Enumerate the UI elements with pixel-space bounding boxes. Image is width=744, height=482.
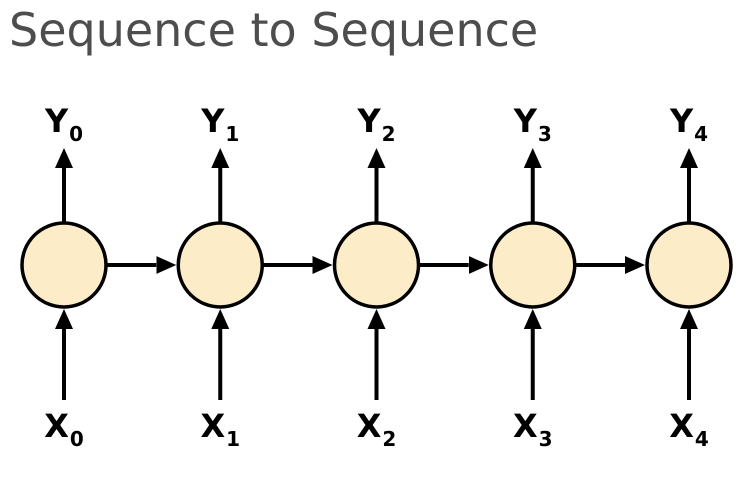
input-label-3-subscript: 3	[539, 427, 553, 451]
output-label-0-letter: Y	[44, 102, 69, 140]
output-label-0-subscript: 0	[69, 122, 83, 146]
rnn-cell-1	[176, 221, 264, 309]
output-label-4-subscript: 4	[694, 122, 708, 146]
input-label-2-subscript: 2	[382, 427, 396, 451]
output-label-3: Y3	[513, 102, 552, 146]
rnn-cell-3	[489, 221, 577, 309]
output-label-4: Y4	[669, 102, 708, 146]
input-label-1: X1	[200, 407, 240, 451]
input-label-4-subscript: 4	[695, 427, 709, 451]
output-label-2: Y2	[356, 102, 395, 146]
rnn-cell-2	[332, 221, 421, 309]
input-label-3: X3	[513, 407, 553, 451]
output-label-2-letter: Y	[356, 102, 381, 140]
output-label-4-letter: Y	[669, 102, 694, 140]
input-label-2: X2	[357, 407, 397, 451]
input-label-1-letter: X	[200, 407, 225, 445]
input-label-4: X4	[669, 407, 709, 451]
connections-group	[55, 148, 698, 400]
slide-title: Sequence to Sequence	[9, 3, 539, 57]
input-label-0-subscript: 0	[70, 427, 84, 451]
input-label-0-letter: X	[44, 407, 69, 445]
output-label-0: Y0	[44, 102, 83, 146]
input-label-1-subscript: 1	[226, 427, 240, 451]
input-label-0: X0	[44, 407, 84, 451]
output-label-1-subscript: 1	[225, 122, 239, 146]
rnn-cell-4	[645, 221, 733, 309]
input-label-2-letter: X	[357, 407, 382, 445]
input-label-4-letter: X	[669, 407, 694, 445]
output-label-1: Y1	[200, 102, 239, 146]
input-label-3-letter: X	[513, 407, 538, 445]
cells-group	[20, 221, 733, 309]
output-label-3-letter: Y	[513, 102, 538, 140]
output-label-2-subscript: 2	[382, 122, 396, 146]
rnn-cell-0	[20, 221, 108, 309]
output-label-1-letter: Y	[200, 102, 225, 140]
output-label-3-subscript: 3	[538, 122, 552, 146]
